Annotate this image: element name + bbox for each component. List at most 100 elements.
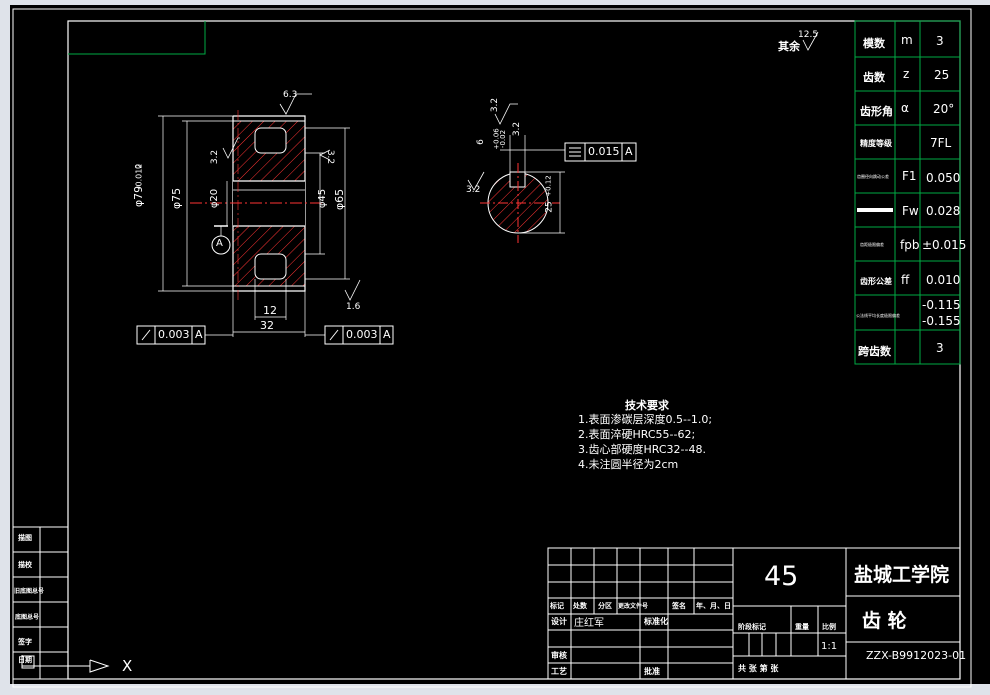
scale-value: 1:1 — [821, 641, 838, 652]
tech-req-title: 技术要求 — [625, 399, 669, 412]
param-val-wk-upper: -0.115 — [922, 298, 961, 312]
tb-row-label-2: 处数 — [573, 602, 587, 610]
part-name: 齿 轮 — [862, 610, 907, 632]
left-table-row-3: 旧底图总号 — [14, 588, 45, 595]
keyway-section-view — [467, 103, 565, 243]
param-label-module: 模数 — [863, 37, 885, 50]
title-block-lines — [547, 547, 961, 680]
model-layout-tabs[interactable] — [10, 684, 990, 695]
keyway-depth: 25 — [544, 201, 555, 213]
tb-row-label-1: 标记 — [550, 602, 564, 610]
tb-row-label-4: 更改文件号 — [618, 603, 649, 610]
tb-check-label: 审核 — [551, 651, 567, 660]
outer-border — [12, 8, 972, 688]
param-sym-module: m — [901, 33, 913, 47]
symmetry-frame — [564, 142, 637, 162]
keyway-depth-tol: +0.12 — [544, 175, 553, 197]
tb-design-label: 设计 — [551, 617, 567, 626]
keyway-width: 6 — [475, 139, 486, 145]
tb-process-label: 工艺 — [551, 667, 567, 676]
material: 45 — [764, 561, 799, 592]
param-val-runout: 0.050 — [926, 171, 961, 185]
keyway-roughness-top: 3.2 — [490, 97, 501, 113]
tb-designer: 庄红军 — [574, 618, 604, 629]
param-sym-pitch: fpb — [900, 238, 920, 252]
inner-border — [67, 20, 961, 680]
tech-req-item-2: 2.表面淬硬HRC55--62; — [578, 428, 696, 441]
drawing-number: ZZX-B9912023-01 — [866, 649, 967, 662]
dim-d20: φ20 — [209, 188, 221, 209]
tb-sheets: 共 张 第 张 — [738, 664, 779, 673]
school-name: 盐城工学院 — [854, 564, 950, 586]
code-box — [68, 21, 206, 55]
dim-d45: φ45 — [317, 188, 329, 209]
left-table-row-5: 签字 — [18, 638, 32, 646]
param-label-pressure-angle: 齿形角 — [860, 105, 893, 118]
left-table-row-6: 日期 — [18, 656, 32, 664]
tech-req-item-3: 3.齿心部硬度HRC32--48. — [578, 443, 706, 456]
tb-row-label-6: 年、月、日 — [696, 602, 731, 610]
datum-a-label: A — [216, 238, 223, 249]
param-val-teeth: 25 — [934, 68, 950, 82]
param-sym-pressure-angle: α — [901, 101, 909, 115]
top-window-edge — [10, 0, 990, 5]
tech-req-item-1: 1.表面渗碳层深度0.5--1.0; — [578, 413, 713, 426]
ucs-x-label: X — [122, 657, 133, 675]
tb-standard-label: 标准化 — [644, 617, 668, 626]
runout-frame-left — [136, 325, 206, 345]
param-label-span: 跨齿数 — [858, 345, 891, 358]
left-toolbar-panel — [0, 0, 10, 695]
roughness-other-symbol — [802, 31, 819, 51]
right-runout-value: 0.003 — [346, 328, 378, 341]
param-label-teeth: 齿数 — [863, 71, 885, 84]
param-val-wk-lower: -0.155 — [922, 314, 961, 328]
param-val-pitch: ±0.015 — [922, 238, 967, 252]
param-label-profile: 齿形公差 — [860, 277, 892, 286]
param-label-wk: 公法线平均长度极限偏差 — [856, 313, 900, 318]
param-val-pressure-angle: 20° — [933, 102, 955, 116]
left-table-row-2: 描校 — [18, 561, 32, 569]
dim-outer-lower: -0.012 — [134, 163, 144, 190]
param-table-lines — [854, 20, 961, 365]
tb-weight-label: 重量 — [795, 623, 809, 631]
param-label-runout: 齿圈径向跳动公差 — [857, 174, 889, 179]
keyway-width-tol2: -0.02 — [499, 129, 508, 149]
tb-approve-label: 批准 — [644, 667, 660, 676]
param-label-pitch: 齿距极限偏差 — [860, 242, 884, 247]
left-runout-value: 0.003 — [158, 328, 190, 341]
runout-frame-right — [324, 325, 394, 345]
param-label-accuracy: 精度等级 — [860, 139, 892, 148]
param-sym-profile: ff — [901, 273, 910, 287]
param-label-fw: 公法线长度变动公差 — [857, 208, 893, 212]
param-val-fw: 0.028 — [926, 204, 961, 218]
param-val-span: 3 — [936, 341, 944, 355]
left-table-row-1: 描图 — [18, 534, 32, 542]
param-sym-runout: F1 — [902, 169, 917, 183]
symmetry-value: 0.015 — [588, 145, 620, 158]
dim-width-12: 12 — [263, 304, 277, 317]
gear-section-view — [158, 93, 361, 337]
roughness-bottom-value: 1.6 — [346, 302, 361, 312]
ucs-icon — [21, 655, 110, 673]
roughness-top-value: 6.3 — [283, 90, 298, 100]
left-runout-datum: A — [195, 328, 203, 341]
tb-scale-label: 比例 — [822, 623, 836, 631]
dim-d65: φ65 — [333, 188, 347, 211]
symmetry-datum: A — [625, 145, 633, 158]
tb-row-label-5: 签名 — [672, 602, 686, 610]
tech-req-item-4: 4.未注圆半径为2cm — [578, 458, 679, 471]
param-val-accuracy: 7FL — [930, 136, 952, 150]
tb-row-label-3: 分区 — [598, 602, 612, 610]
keyway-roughness-left: 3.2 — [466, 185, 481, 195]
param-val-profile: 0.010 — [926, 273, 961, 287]
keyway-roughness-side: 3.2 — [512, 121, 523, 137]
tb-stage-label: 阶段标记 — [738, 623, 766, 631]
left-table-lines — [12, 526, 69, 680]
param-val-module: 3 — [936, 34, 944, 48]
roughness-other-label: 其余 — [778, 40, 800, 53]
dim-width-32: 32 — [260, 319, 274, 332]
param-sym-fw: Fw — [902, 204, 919, 218]
roughness-left-value: 3.2 — [210, 149, 221, 165]
roughness-other-value: 12.5 — [798, 30, 819, 40]
